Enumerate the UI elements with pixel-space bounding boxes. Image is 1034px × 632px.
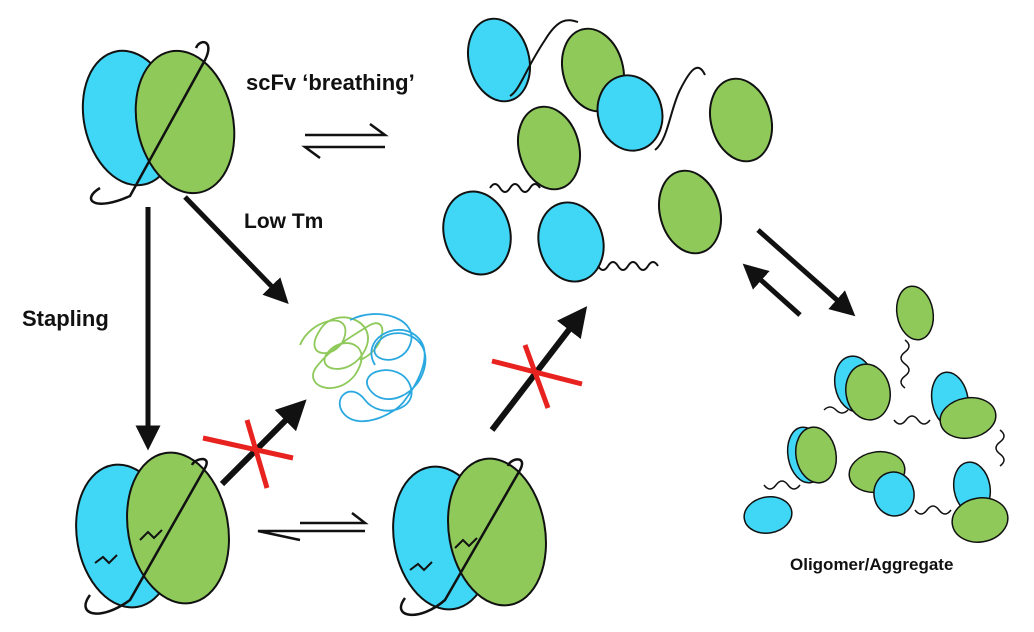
folded-scfv-bottom-right <box>392 457 547 616</box>
aggregate-label: Oligomer/Aggregate <box>790 555 954 574</box>
low-tm-arrow <box>183 195 289 304</box>
stapling-label: Stapling <box>22 306 109 331</box>
folded-scfv-top-left <box>81 40 236 205</box>
low-tm-label: Low Tm <box>244 210 324 233</box>
blocked-breathing-arrow <box>489 306 588 432</box>
oligomer-aggregate-cluster <box>743 285 1009 543</box>
aggregation-equilibrium-arrows <box>742 228 856 317</box>
stapled-equilibrium-arrows <box>257 512 369 542</box>
breathing-scfv-domains <box>442 17 773 283</box>
breathing-label: scFv ‘breathing’ <box>246 70 415 95</box>
stapled-scfv <box>75 451 230 615</box>
breathing-equilibrium-arrows <box>301 122 389 160</box>
blocked-unfolding-arrow <box>202 399 307 489</box>
unfolded-protein-tangle <box>299 313 427 423</box>
